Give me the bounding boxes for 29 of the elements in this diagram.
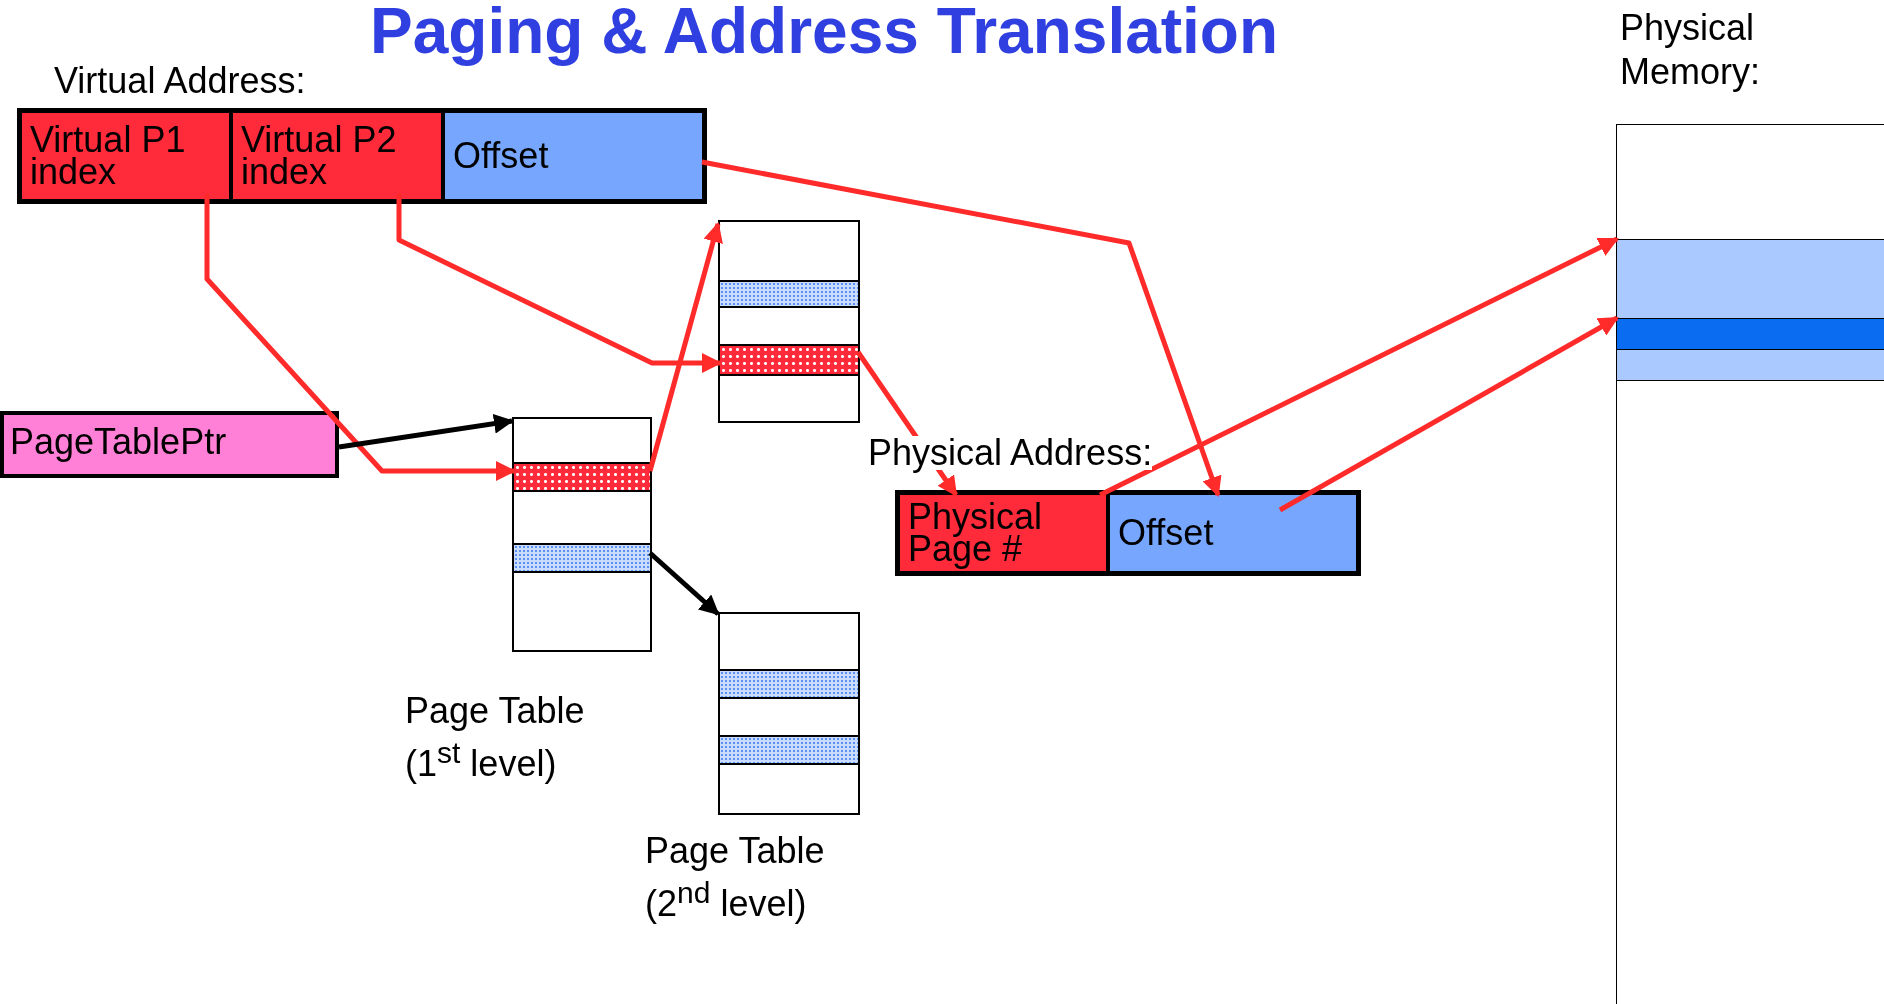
table-entry <box>514 462 650 492</box>
address-field: Physical Page # <box>900 495 1110 571</box>
table-caption: Page Table (1$^{st}$ level) <box>405 690 586 785</box>
page-table <box>718 612 860 815</box>
arrow <box>1278 315 1619 513</box>
arrow <box>701 159 1222 497</box>
arrow <box>396 194 722 373</box>
memory-page <box>1617 318 1884 350</box>
arrow <box>648 551 720 616</box>
page-table <box>512 417 652 652</box>
arrow <box>338 413 514 450</box>
table-entry <box>720 344 858 376</box>
address-field: Virtual P1 index <box>22 113 233 199</box>
address-field: Offset <box>445 113 702 199</box>
arrow <box>855 350 959 497</box>
table-caption: Page Table (2$^{nd}$ level) <box>645 830 826 925</box>
title: Paging & Address Translation <box>370 0 1279 64</box>
arrow <box>647 222 723 472</box>
arrow <box>204 194 516 481</box>
address-field: Offset <box>1110 495 1356 571</box>
table-entry <box>720 669 858 699</box>
pointer-register: PageTablePtr <box>0 411 339 478</box>
memory-region <box>1617 239 1884 381</box>
table-entry <box>514 543 650 573</box>
table-entry <box>720 280 858 308</box>
arrow <box>1098 236 1619 498</box>
page-table <box>718 220 860 423</box>
table-entry <box>720 735 858 765</box>
address-field: Virtual P2 index <box>233 113 445 199</box>
